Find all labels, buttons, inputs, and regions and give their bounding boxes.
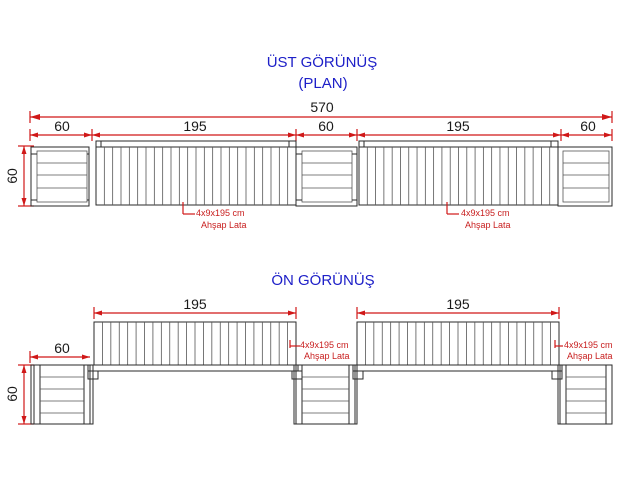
wood-slats bbox=[103, 147, 289, 205]
slat-callout-plan-left: 4x9x195 cm Ahşap Lata bbox=[182, 202, 247, 230]
plan-subtitle: (PLAN) bbox=[298, 75, 347, 92]
bench-front-left bbox=[87, 321, 303, 380]
slat-note-material: Ahşap Lata bbox=[465, 220, 511, 230]
front-title: ÖN GÖRÜNÜŞ bbox=[271, 271, 374, 289]
dimension-box-left-label: 60 bbox=[54, 118, 70, 134]
wood-slats bbox=[366, 147, 551, 205]
dimension-box-front: 60 bbox=[29, 340, 90, 363]
bench-front-right bbox=[352, 321, 563, 380]
planter-box-front-right bbox=[557, 364, 613, 425]
planter-box-front-middle bbox=[293, 364, 358, 425]
slat-callout-plan-right: 4x9x195 cm Ahşap Lata bbox=[446, 202, 511, 230]
slat-note-material: Ahşap Lata bbox=[567, 351, 613, 361]
planter-box-plan-middle bbox=[295, 146, 358, 207]
front-view: 195 195 60 60 bbox=[4, 296, 613, 425]
dimension-total: 570 bbox=[29, 99, 613, 123]
plan-title: ÜST GÖRÜNÜŞ bbox=[267, 53, 378, 71]
slat-note-material: Ahşap Lata bbox=[201, 220, 247, 230]
slat-note-material: Ahşap Lata bbox=[304, 351, 350, 361]
dimension-segments: 60 195 60 195 60 bbox=[29, 118, 613, 141]
slat-callout-front-left: 4x9x195 cm Ahşap Lata bbox=[289, 340, 350, 361]
slat-note-size: 4x9x195 cm bbox=[564, 340, 613, 350]
dimension-height-plan-label: 60 bbox=[4, 168, 20, 184]
dimension-box-front-label: 60 bbox=[54, 340, 70, 356]
dimension-height-front: 60 bbox=[4, 364, 34, 425]
bench-seat-plan-right bbox=[358, 140, 559, 206]
slat-note-size: 4x9x195 cm bbox=[300, 340, 349, 350]
dimension-box-middle-label: 60 bbox=[318, 118, 334, 134]
slat-note-size: 4x9x195 cm bbox=[196, 208, 245, 218]
dimension-bench-front-right-label: 195 bbox=[446, 296, 470, 312]
dimension-bench-right-label: 195 bbox=[446, 118, 470, 134]
dimension-box-right-label: 60 bbox=[580, 118, 596, 134]
planter-box-plan-left bbox=[30, 146, 90, 207]
wood-slats bbox=[365, 322, 551, 365]
planter-box-plan-right bbox=[557, 146, 613, 207]
planter-box-front-left bbox=[30, 364, 94, 425]
dimension-bench-left-label: 195 bbox=[183, 118, 207, 134]
slat-note-size: 4x9x195 cm bbox=[461, 208, 510, 218]
dimension-total-label: 570 bbox=[310, 99, 334, 115]
dimension-bench-front-left-label: 195 bbox=[183, 296, 207, 312]
plan-view: 570 60 195 60 195 60 bbox=[4, 99, 613, 230]
wood-slats bbox=[102, 322, 288, 365]
slat-callout-front-right: 4x9x195 cm Ahşap Lata bbox=[554, 340, 613, 361]
dimension-height-front-label: 60 bbox=[4, 386, 20, 402]
dimension-bench-front: 195 195 bbox=[93, 296, 560, 319]
dimension-height-plan: 60 bbox=[4, 145, 34, 207]
bench-seat-plan-left bbox=[95, 140, 297, 206]
